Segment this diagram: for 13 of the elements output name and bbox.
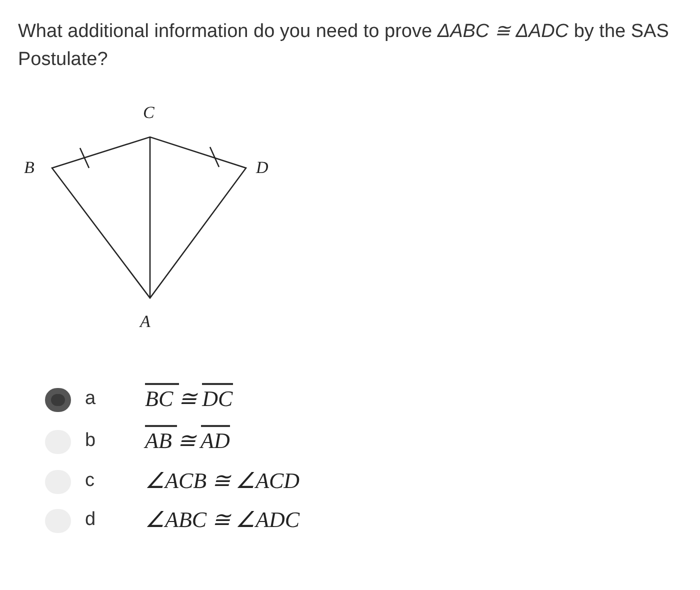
congruence-statement: BC ≅ DC: [145, 384, 233, 414]
option-letter: c: [85, 469, 94, 493]
vertex-label: B: [24, 158, 34, 178]
option-letter: b: [85, 429, 96, 453]
option-letter: d: [85, 508, 96, 532]
congruence-statement: ∠ABC ≅ ∠ADC: [145, 506, 300, 534]
congruence-statement: AB ≅ AD: [145, 426, 230, 456]
question-text: What additional information do you need to prove ΔABC ≅ ΔADC by the SAS Postulate?: [18, 20, 670, 72]
vertex-label: D: [256, 158, 268, 178]
option-letter: a: [85, 387, 96, 411]
vertex-label: C: [143, 103, 154, 123]
vertex-label: A: [140, 312, 150, 332]
congruence-statement: ∠ACB ≅ ∠ACD: [145, 467, 300, 495]
